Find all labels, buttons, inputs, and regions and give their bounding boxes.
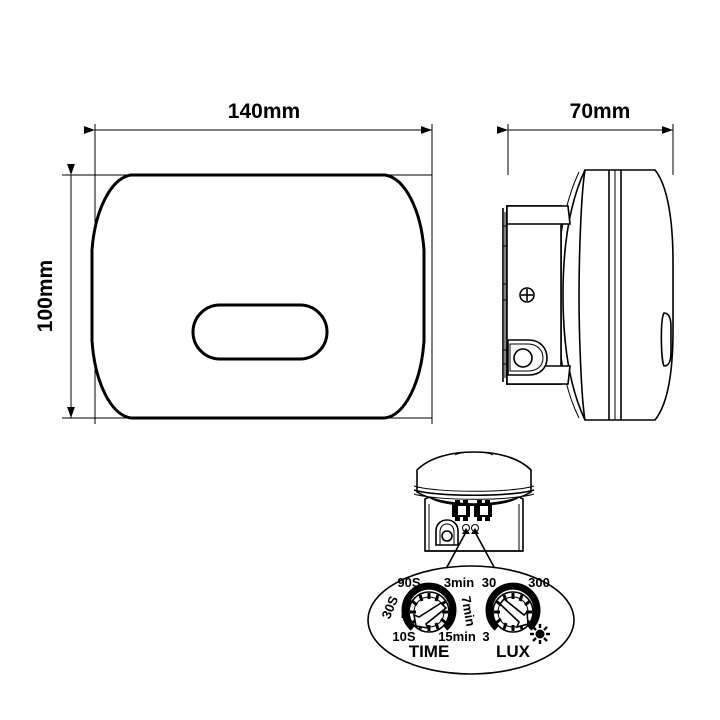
front-view-body-outline [90,173,426,420]
bracket-top-flange [506,205,571,225]
lux-dial-scale-arc [485,582,541,631]
side-view-seam-lines [608,170,622,420]
time-dial-label-90s: 90S [397,575,420,590]
dimension-label-width: 140mm [228,100,300,123]
time-dial-pointer [412,601,448,630]
detail-device-dome [416,451,532,505]
time-dial-ticks [410,593,448,631]
detail-underside-dials [462,524,479,534]
lux-dial-label-30: 30 [482,575,496,590]
detail-dome-top-notch [454,451,494,456]
sun-icon [530,624,550,644]
lux-dial: 30 3 300 LUX [482,575,550,661]
cable-gland-hole [441,530,453,542]
side-view-waist-curve [562,169,586,421]
time-dial: 90S 30S 10S 3min 7min 15min TIME [379,575,479,661]
pivot-hinge-inner [509,343,544,372]
pivot-hinge-hole [513,348,533,368]
callout-ellipse [367,565,575,675]
time-dial-label-15min: 15min [438,629,476,644]
lux-dial-title: LUX [496,642,531,661]
cable-gland-inner [439,523,455,546]
lens-window-pill [191,303,329,361]
bottom-detail-view: 90S 30S 10S 3min 7min 15min TIME [367,451,575,675]
terminal-block [452,500,492,521]
front-view: 140mm 100mm [34,100,433,424]
lux-dial-label-3: 3 [482,629,489,644]
bracket-left-rails [502,208,507,382]
time-dial-title: TIME [409,642,450,661]
side-view-lens-dome [578,169,674,421]
dimension-label-depth: 70mm [570,100,631,123]
screw-head-cross [521,289,533,301]
lux-dial-label-300: 300 [528,575,550,590]
dimension-label-height: 100mm [34,260,57,332]
detail-seam-band [413,485,535,500]
time-dial-label-7min: 7min [458,595,478,628]
side-button [660,312,672,367]
time-dial-label-3min: 3min [444,575,474,590]
side-view: 70mm [497,100,674,421]
lux-dial-pointer [498,597,529,629]
time-dial-label-10s: 10S [392,629,415,644]
